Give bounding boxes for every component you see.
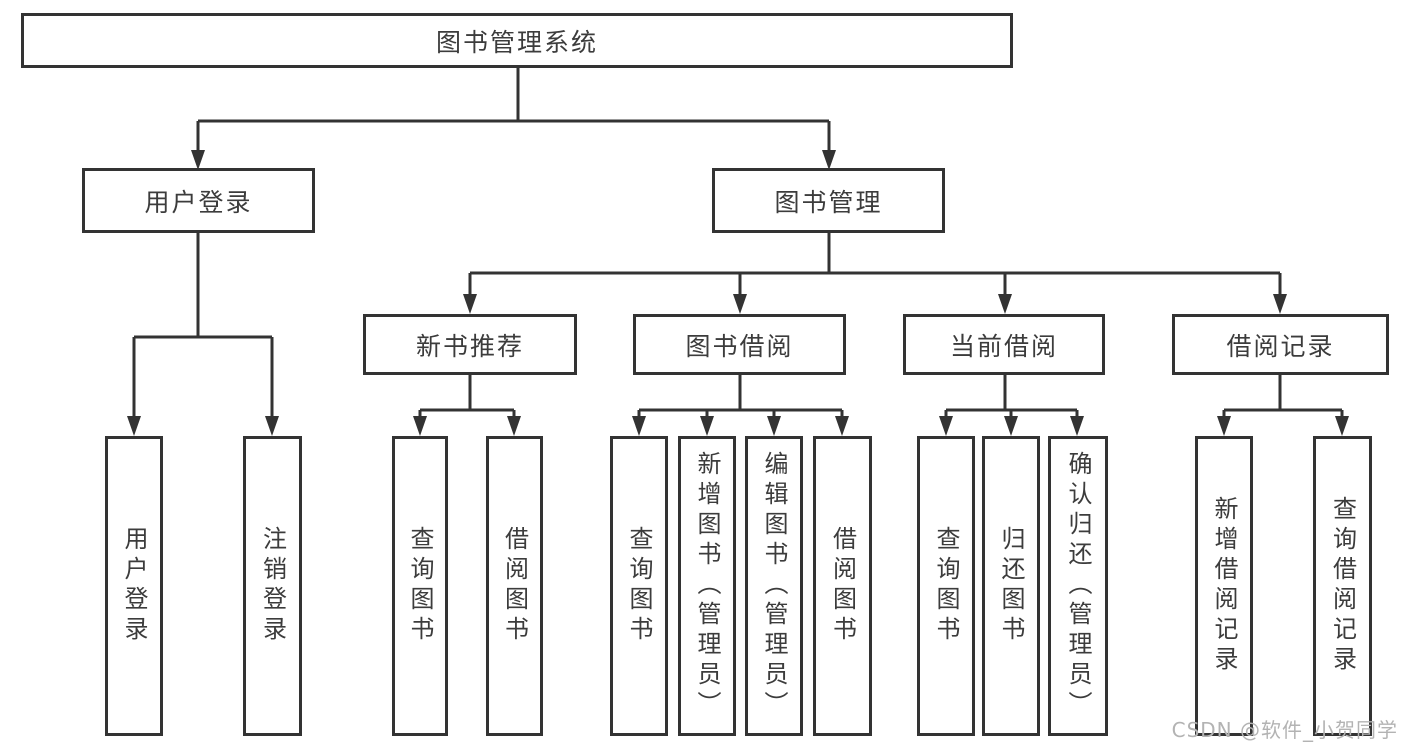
leaf-borrow-borrow-books: 借阅图书 [813, 436, 872, 736]
arrowhead-bor-add [700, 416, 714, 436]
leaf-label: 注销登录 [258, 526, 287, 646]
leaf-label: 查询借阅记录 [1328, 496, 1357, 676]
arrowhead-user-login [191, 150, 205, 170]
leaf-borrow-query-books: 查询图书 [610, 436, 668, 736]
node-root: 图书管理系统 [21, 13, 1013, 68]
arrowhead-rec-query [413, 416, 427, 436]
node-borrow-records: 借阅记录 [1172, 314, 1389, 375]
leaf-label: 借阅图书 [500, 526, 529, 646]
arrowhead-borrow [733, 294, 747, 314]
arrowhead-bor-borrow [835, 416, 849, 436]
node-book-borrow: 图书借阅 [633, 314, 846, 375]
arrowhead-cur-confirm [1070, 416, 1084, 436]
leaf-label: 确认归还（管理员） [1064, 451, 1092, 721]
watermark: CSDN @软件_小贺同学 [1171, 718, 1398, 742]
arrowhead-leaf-logout [265, 416, 279, 436]
leaf-current-query-books: 查询图书 [917, 436, 975, 736]
leaf-records-query-record: 查询借阅记录 [1313, 436, 1372, 736]
leaf-label: 查询图书 [625, 526, 653, 646]
arrowhead-recommend [463, 294, 477, 314]
leaf-recommend-borrow-books: 借阅图书 [486, 436, 543, 736]
arrowhead-cur-query [939, 416, 953, 436]
leaf-label: 查询图书 [406, 526, 434, 646]
leaf-label: 新增借阅记录 [1210, 496, 1238, 676]
arrowhead-current [998, 294, 1012, 314]
arrowhead-recd-query [1335, 416, 1349, 436]
arrowhead-bor-edit [767, 416, 781, 436]
leaf-borrow-add-books-admin: 新增图书（管理员） [678, 436, 736, 736]
arrowhead-recd-add [1217, 416, 1231, 436]
arrowhead-rec-borrow [507, 416, 521, 436]
node-label: 新书推荐 [415, 331, 524, 361]
arrowhead-records [1273, 294, 1287, 314]
leaf-label: 编辑图书（管理员） [760, 451, 788, 721]
leaf-logout: 注销登录 [243, 436, 302, 736]
node-new-book-recommend: 新书推荐 [363, 314, 577, 375]
node-label: 借阅记录 [1226, 331, 1335, 361]
leaf-label: 查询图书 [932, 526, 960, 646]
leaf-label: 用户登录 [120, 526, 148, 646]
node-label: 当前借阅 [949, 331, 1058, 361]
node-book-management: 图书管理 [712, 168, 945, 233]
leaf-recommend-query-books: 查询图书 [392, 436, 448, 736]
leaf-current-return-books: 归还图书 [982, 436, 1040, 736]
leaf-current-confirm-return-admin: 确认归还（管理员） [1048, 436, 1108, 736]
node-label: 图书管理 [774, 187, 883, 217]
leaf-records-add-record: 新增借阅记录 [1195, 436, 1253, 736]
node-label: 图书借阅 [685, 331, 794, 361]
arrowhead-cur-return [1004, 416, 1018, 436]
node-current-borrow: 当前借阅 [903, 314, 1105, 375]
leaf-borrow-edit-books-admin: 编辑图书（管理员） [745, 436, 803, 736]
leaf-label: 借阅图书 [828, 526, 857, 646]
node-label: 用户登录 [144, 187, 253, 217]
leaf-label: 新增图书（管理员） [693, 451, 721, 721]
node-user-login: 用户登录 [82, 168, 315, 233]
node-label: 图书管理系统 [435, 27, 598, 57]
arrowhead-book-mgmt [822, 150, 836, 170]
leaf-label: 归还图书 [997, 526, 1025, 646]
arrowhead-leaf-user-login [127, 416, 141, 436]
leaf-user-login: 用户登录 [105, 436, 163, 736]
arrowhead-bor-query [632, 416, 646, 436]
